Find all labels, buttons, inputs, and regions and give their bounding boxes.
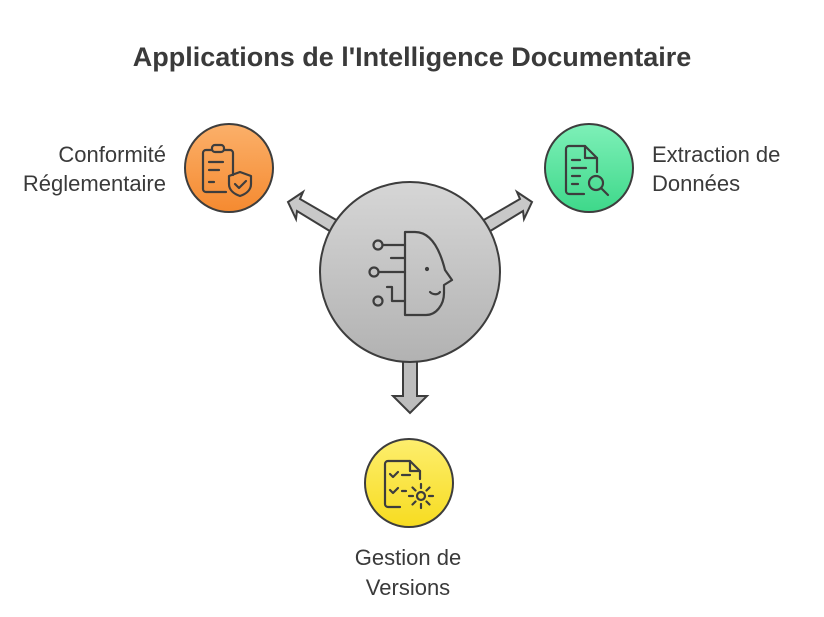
document-search-icon xyxy=(564,144,610,197)
node-versions: Gestion de Versions xyxy=(355,438,461,600)
label-conformite-line2: Réglementaire xyxy=(23,171,166,196)
checklist-gear-icon xyxy=(383,459,435,510)
label-extraction-line1: Extraction de xyxy=(652,142,780,167)
arrow-to-versions xyxy=(390,354,430,415)
label-versions-line2: Versions xyxy=(366,575,450,600)
label-conformite-line1: Conformité xyxy=(58,142,166,167)
arrow-to-extraction xyxy=(480,189,534,235)
center-node xyxy=(319,181,501,363)
label-versions-line1: Gestion de xyxy=(355,545,461,570)
node-extraction: Extraction de Données xyxy=(544,123,780,213)
arrow-to-conformite xyxy=(286,189,340,235)
clipboard-shield-icon xyxy=(201,143,253,198)
diagram-title: Applications de l'Intelligence Documenta… xyxy=(133,42,692,72)
label-extraction-line2: Données xyxy=(652,171,740,196)
ai-head-circuit-icon xyxy=(368,230,454,317)
node-conformite: Conformité Réglementaire xyxy=(23,123,274,213)
